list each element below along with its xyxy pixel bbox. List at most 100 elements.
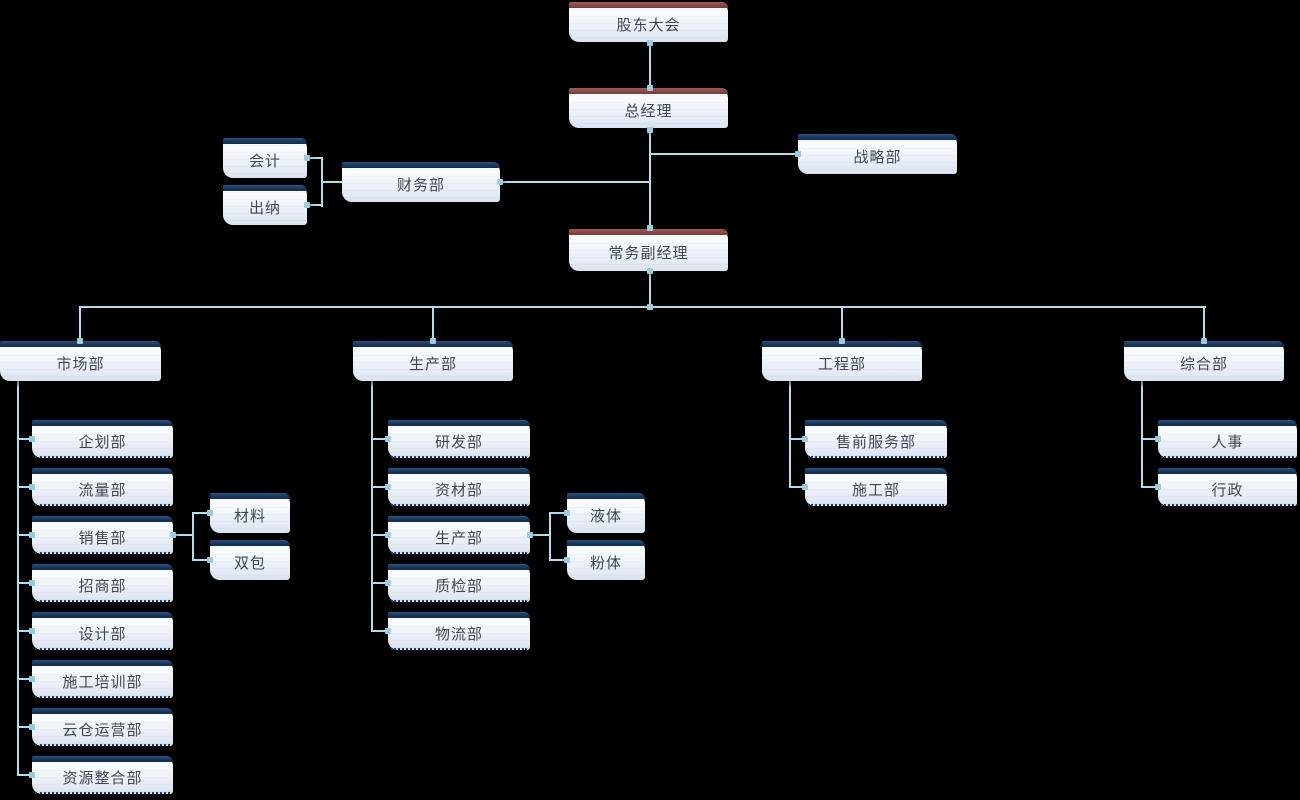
connector-line [192, 559, 211, 561]
connector-dot [29, 676, 35, 682]
connector-line [17, 678, 33, 680]
connector-line [17, 630, 33, 632]
connector-line [17, 582, 33, 584]
connector-line [649, 271, 651, 308]
org-node-double-package: 双包 [210, 540, 290, 580]
connector-line [1141, 486, 1159, 488]
connector-line [17, 381, 19, 776]
org-node-cashier: 出纳 [223, 185, 307, 225]
org-node-strategy-dept: 战略部 [798, 134, 957, 174]
org-node-accounting: 会计 [223, 138, 307, 178]
org-node-hr: 人事 [1158, 420, 1297, 458]
connector-dot [385, 484, 391, 490]
org-node-general-affairs-dept: 综合部 [1124, 341, 1284, 381]
connector-dot [385, 436, 391, 442]
connector-line [17, 438, 33, 440]
org-node-design-dept: 设计部 [32, 612, 173, 650]
connector-line [307, 204, 323, 206]
connector-line [649, 130, 651, 229]
connector-dot [29, 580, 35, 586]
connector-dot [29, 484, 35, 490]
connector-line [789, 381, 791, 488]
connector-line [530, 534, 550, 536]
connector-line [79, 306, 1206, 308]
connector-dot [29, 436, 35, 442]
connector-dot [564, 510, 570, 516]
org-node-rnd-dept: 研发部 [388, 420, 530, 458]
org-node-traffic-dept: 流量部 [32, 468, 173, 506]
org-node-resource-integration-dept: 资源整合部 [32, 756, 173, 794]
connector-line [17, 774, 33, 776]
connector-dot [647, 268, 653, 274]
org-node-engineering-dept: 工程部 [762, 341, 922, 381]
connector-line [1141, 438, 1159, 440]
org-node-quality-dept: 质检部 [388, 564, 530, 602]
connector-dot [29, 724, 35, 730]
connector-line [1141, 381, 1143, 488]
org-node-planning-dept: 企划部 [32, 420, 173, 458]
connector-line [307, 157, 323, 159]
connector-line [841, 306, 843, 341]
connector-dot [795, 151, 801, 157]
connector-line [549, 512, 568, 514]
org-node-cloud-warehouse-dept: 云仓运营部 [32, 708, 173, 746]
connector-dot [77, 338, 83, 344]
connector-dot [385, 580, 391, 586]
connector-dot [564, 557, 570, 563]
connector-dot [647, 304, 653, 310]
connector-dot [430, 338, 436, 344]
connector-dot [207, 557, 213, 563]
org-node-production-dept: 生产部 [353, 341, 513, 381]
connector-dot [29, 628, 35, 634]
org-node-construction-training-dept: 施工培训部 [32, 660, 173, 698]
org-node-materials: 材料 [210, 493, 290, 533]
connector-line [500, 181, 650, 183]
connector-dot [1155, 484, 1161, 490]
connector-line [649, 43, 651, 89]
connector-dot [1201, 338, 1207, 344]
connector-dot [304, 202, 310, 208]
connector-line [432, 306, 434, 341]
connector-line [173, 534, 193, 536]
connector-line [549, 559, 568, 561]
connector-line [371, 438, 389, 440]
connector-dot [647, 85, 653, 91]
connector-dot [647, 127, 653, 133]
connector-line [371, 486, 389, 488]
connector-dot [207, 510, 213, 516]
org-node-marketing-dept: 市场部 [0, 341, 161, 381]
connector-dot [839, 338, 845, 344]
connector-dot [29, 532, 35, 538]
connector-line [79, 306, 81, 341]
connector-line [1203, 306, 1205, 341]
connector-dot [304, 155, 310, 161]
connector-dot [647, 225, 653, 231]
connector-dot [497, 179, 503, 185]
connector-line [549, 512, 551, 561]
org-node-finance-dept: 财务部 [342, 162, 500, 202]
connector-dot [802, 484, 808, 490]
org-node-merchant-dept: 招商部 [32, 564, 173, 602]
org-node-shareholders: 股东大会 [569, 2, 728, 42]
connector-line [17, 534, 33, 536]
connector-dot [802, 436, 808, 442]
connector-dot [29, 772, 35, 778]
connector-line [371, 582, 389, 584]
connector-dot [385, 628, 391, 634]
connector-line [192, 512, 194, 561]
connector-line [650, 153, 798, 155]
org-node-powder: 粉体 [567, 540, 645, 580]
org-node-liquid: 液体 [567, 493, 645, 533]
connector-line [371, 381, 373, 632]
connector-dot [647, 40, 653, 46]
connector-dot [1155, 436, 1161, 442]
connector-line [371, 534, 389, 536]
org-node-general-manager: 总经理 [569, 88, 728, 128]
org-node-deputy-general-manager: 常务副经理 [569, 229, 728, 271]
connector-line [192, 512, 211, 514]
connector-line [17, 726, 33, 728]
connector-dot [385, 532, 391, 538]
connector-line [371, 630, 389, 632]
connector-dot [170, 532, 176, 538]
